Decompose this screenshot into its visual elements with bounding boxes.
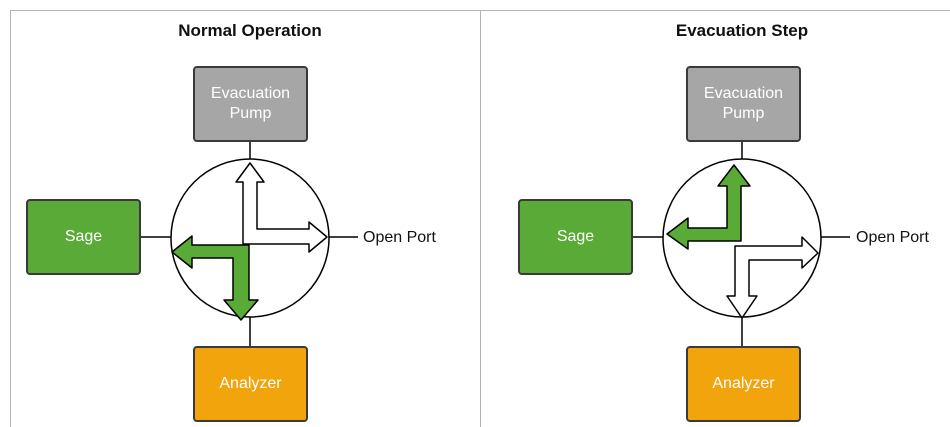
pump-label-line2: Pump: [229, 105, 272, 122]
frame-left-border: [10, 10, 11, 427]
pump-label-line1: Evacuation: [703, 85, 784, 102]
panel-divider: [480, 10, 481, 427]
sage-box: Sage: [26, 199, 141, 275]
panel-title: Evacuation Step: [675, 21, 809, 40]
analyzer-label: Analyzer: [712, 375, 775, 392]
analyzer-box: Analyzer: [193, 346, 308, 422]
sage-label: Sage: [64, 228, 103, 245]
open-port-label: Open Port: [856, 229, 929, 246]
pump-label-line1: Evacuation: [210, 85, 291, 102]
inactive-flow-arrow: [235, 162, 328, 253]
valve-diagram: [141, 142, 358, 346]
analyzer-box: Analyzer: [686, 346, 801, 422]
evacuation-pump-box: Evacuation Pump: [686, 66, 801, 142]
panel-title: Normal Operation: [178, 21, 322, 40]
sage-box: Sage: [518, 199, 633, 275]
analyzer-label: Analyzer: [219, 375, 282, 392]
sage-label: Sage: [556, 228, 595, 245]
inactive-flow-arrow: [726, 236, 819, 319]
active-flow-arrow: [666, 164, 751, 250]
active-flow-arrow: [171, 235, 259, 321]
open-port-label: Open Port: [363, 229, 436, 246]
evacuation-pump-box: Evacuation Pump: [193, 66, 308, 142]
pump-label-line2: Pump: [722, 105, 765, 122]
